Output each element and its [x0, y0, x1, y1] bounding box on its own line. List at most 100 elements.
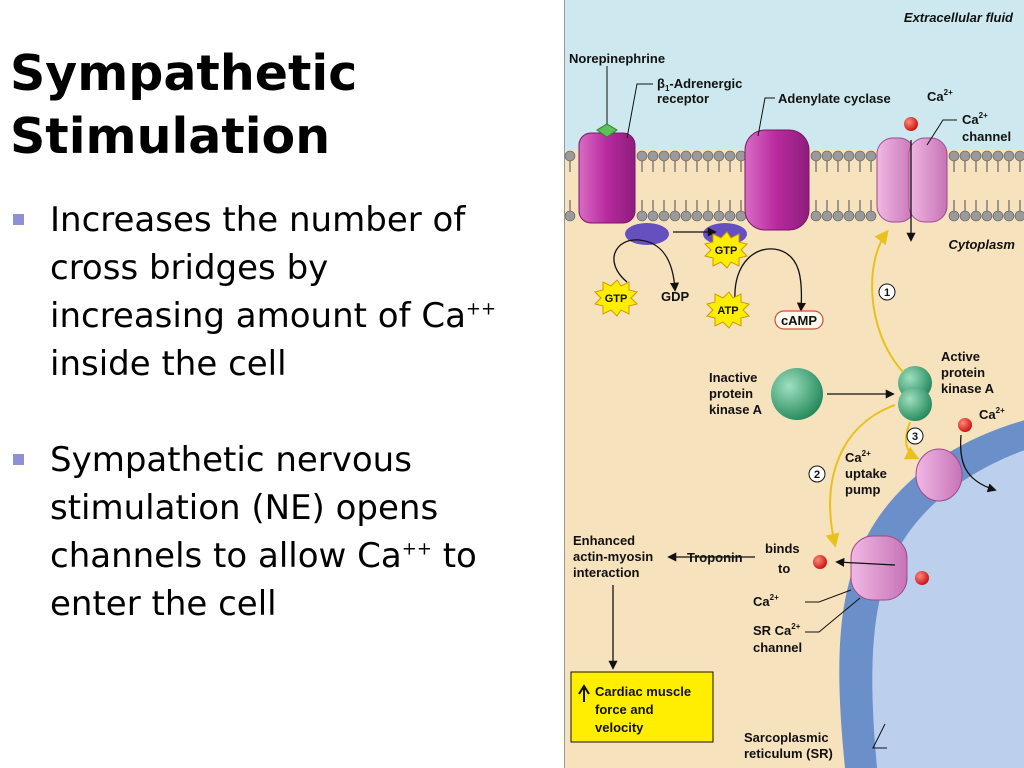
- lipid-head: [865, 150, 877, 162]
- active-kinase-label: kinase A: [941, 381, 995, 396]
- calcium-ion: [958, 418, 972, 432]
- leader-line: [872, 723, 887, 749]
- bullet-line: inside the cell: [50, 344, 287, 384]
- beta1-receptor-label: β1-Adrenergic: [657, 76, 742, 93]
- calcium-ion: [813, 555, 827, 569]
- lipid-head: [865, 210, 877, 222]
- lipid-head: [724, 210, 736, 222]
- gtp-badge: [704, 231, 748, 269]
- sr-channel-label: SR Ca2+: [753, 622, 801, 638]
- step-badge: [808, 465, 826, 483]
- superscript: ++: [465, 298, 497, 320]
- troponin-label: Troponin: [687, 550, 743, 565]
- lipid-head: [647, 210, 659, 222]
- enhanced-label: interaction: [573, 565, 640, 580]
- superscript: 2+: [944, 88, 953, 97]
- enhanced-label: Enhanced: [573, 533, 635, 548]
- lipid-head: [970, 210, 982, 222]
- step-2-label: 2: [814, 469, 820, 481]
- lipid-head: [669, 150, 681, 162]
- leader-line: [757, 97, 775, 137]
- lipid-head: [669, 210, 681, 222]
- lipid-head: [832, 210, 844, 222]
- arrow: [835, 557, 896, 567]
- sr-calcium-channel: [850, 535, 908, 601]
- superscript: 2+: [862, 449, 871, 458]
- arrow: [613, 239, 680, 292]
- active-kinase-label: protein: [941, 365, 985, 380]
- lipid-head: [843, 210, 855, 222]
- adenylate-cyclase: [744, 129, 810, 231]
- gdp-label: GDP: [661, 289, 690, 304]
- lipid-head: [691, 210, 703, 222]
- up-arrow-icon: [578, 684, 590, 702]
- receptor-label: receptor: [657, 91, 709, 106]
- ca2-right-label: Ca2+: [979, 406, 1005, 422]
- bullet-line: Sympathetic nervous: [50, 440, 412, 480]
- lipid-head: [1003, 150, 1015, 162]
- norepinephrine-molecule: [596, 123, 618, 138]
- label-text: SR Ca: [753, 623, 792, 638]
- gtp-label-left: GTP: [605, 293, 628, 305]
- lipid-head: [992, 150, 1004, 162]
- lipid-head: [970, 150, 982, 162]
- uptake-pump-label: Ca2+: [845, 449, 871, 465]
- superscript: 2+: [770, 593, 779, 602]
- label-text: Ca: [845, 450, 862, 465]
- arrow: [734, 248, 806, 312]
- label-text: -Adrenergic: [669, 76, 742, 91]
- step-badge: [878, 283, 896, 301]
- label-text: Ca: [927, 89, 944, 104]
- inactive-kinase-label: kinase A: [709, 402, 763, 417]
- lipid-head: [810, 210, 822, 222]
- result-label: force and: [595, 702, 654, 717]
- lipid-head: [1014, 210, 1024, 222]
- cell-membrane: [565, 150, 1024, 222]
- enhanced-label: actin-myosin: [573, 549, 653, 564]
- extracellular-fluid-label: Extracellular fluid: [904, 10, 1014, 25]
- label-text: Ca: [753, 594, 770, 609]
- ca2-top-label: Ca2+: [927, 88, 953, 104]
- title-line: Sympathetic: [10, 45, 358, 102]
- bullet-item: Sympathetic nervous stimulation (NE) ope…: [12, 436, 552, 628]
- subscript: 1: [665, 84, 670, 93]
- lipid-head: [959, 210, 971, 222]
- result-label: velocity: [595, 720, 644, 735]
- step-arrow: [903, 421, 920, 460]
- atp-badge: [706, 291, 750, 329]
- lipid-head: [680, 210, 692, 222]
- label-text: Ca: [962, 112, 979, 127]
- lipid-head: [735, 210, 747, 222]
- sr-label: reticulum (SR): [744, 746, 833, 761]
- slide-title: Sympathetic Stimulation: [10, 42, 550, 168]
- active-kinase-label: Active: [941, 349, 980, 364]
- bullet-line: Increases the number of: [50, 200, 466, 240]
- inactive-kinase-label: Inactive: [709, 370, 757, 385]
- calcium-ion: [904, 117, 918, 131]
- binds-to-label: binds: [765, 541, 800, 556]
- cytoplasm-label: Cytoplasm: [949, 237, 1016, 252]
- lipid-head: [565, 210, 576, 222]
- bullet-text: increasing amount of Ca: [50, 296, 466, 336]
- bullet-list: Increases the number of cross bridges by…: [12, 196, 552, 628]
- binds-to-label: to: [778, 561, 790, 576]
- superscript: ++: [401, 538, 432, 560]
- bullet-line: channels to allow Ca++ to: [50, 532, 552, 580]
- lipid-head: [959, 150, 971, 162]
- calcium-signaling-diagram: GTP GTP ATP cAMP 1 2 3 Extracellular flu…: [564, 0, 1024, 768]
- bullet-line: increasing amount of Ca++: [50, 292, 552, 340]
- lipid-head: [832, 150, 844, 162]
- norepinephrine-label: Norepinephrine: [569, 51, 665, 66]
- lipid-head: [843, 150, 855, 162]
- calcium-channel-right: [908, 137, 948, 223]
- lipid-head: [948, 210, 960, 222]
- sr-label: Sarcoplasmic: [744, 730, 829, 745]
- superscript: 2+: [979, 111, 988, 120]
- bullet-text: channels to allow Ca: [50, 536, 402, 576]
- inactive-kinase-label: protein: [709, 386, 753, 401]
- step-1-label: 1: [884, 287, 890, 299]
- lipid-head: [680, 150, 692, 162]
- lipid-head: [981, 210, 993, 222]
- lipid-head: [647, 150, 659, 162]
- active-protein-kinase-bottom: [898, 387, 932, 421]
